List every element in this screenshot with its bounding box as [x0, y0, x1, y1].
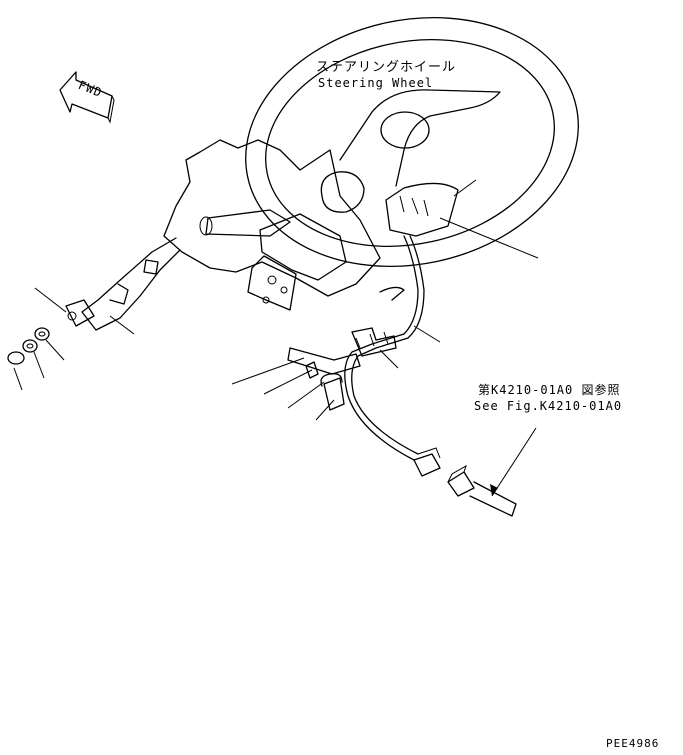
steering-wheel-label-en: Steering Wheel	[318, 76, 434, 90]
mating-connector	[447, 464, 517, 517]
leader-lines	[13, 179, 539, 497]
drawing-code: PEE4986	[606, 737, 660, 750]
steering-wheel-label-jp: ステアリングホイール	[316, 60, 457, 75]
bracket	[287, 327, 397, 375]
fwd-arrow-icon	[59, 71, 115, 124]
fasteners	[7, 327, 345, 411]
steering-wheel	[245, 17, 579, 267]
wire-harness	[344, 235, 441, 477]
reference-label-jp: 第K4210-01A0 図参照	[478, 383, 621, 397]
steering-column	[163, 139, 381, 311]
lower-shaft	[65, 237, 181, 331]
reference-label-en: See Fig.K4210-01A0	[474, 399, 623, 413]
